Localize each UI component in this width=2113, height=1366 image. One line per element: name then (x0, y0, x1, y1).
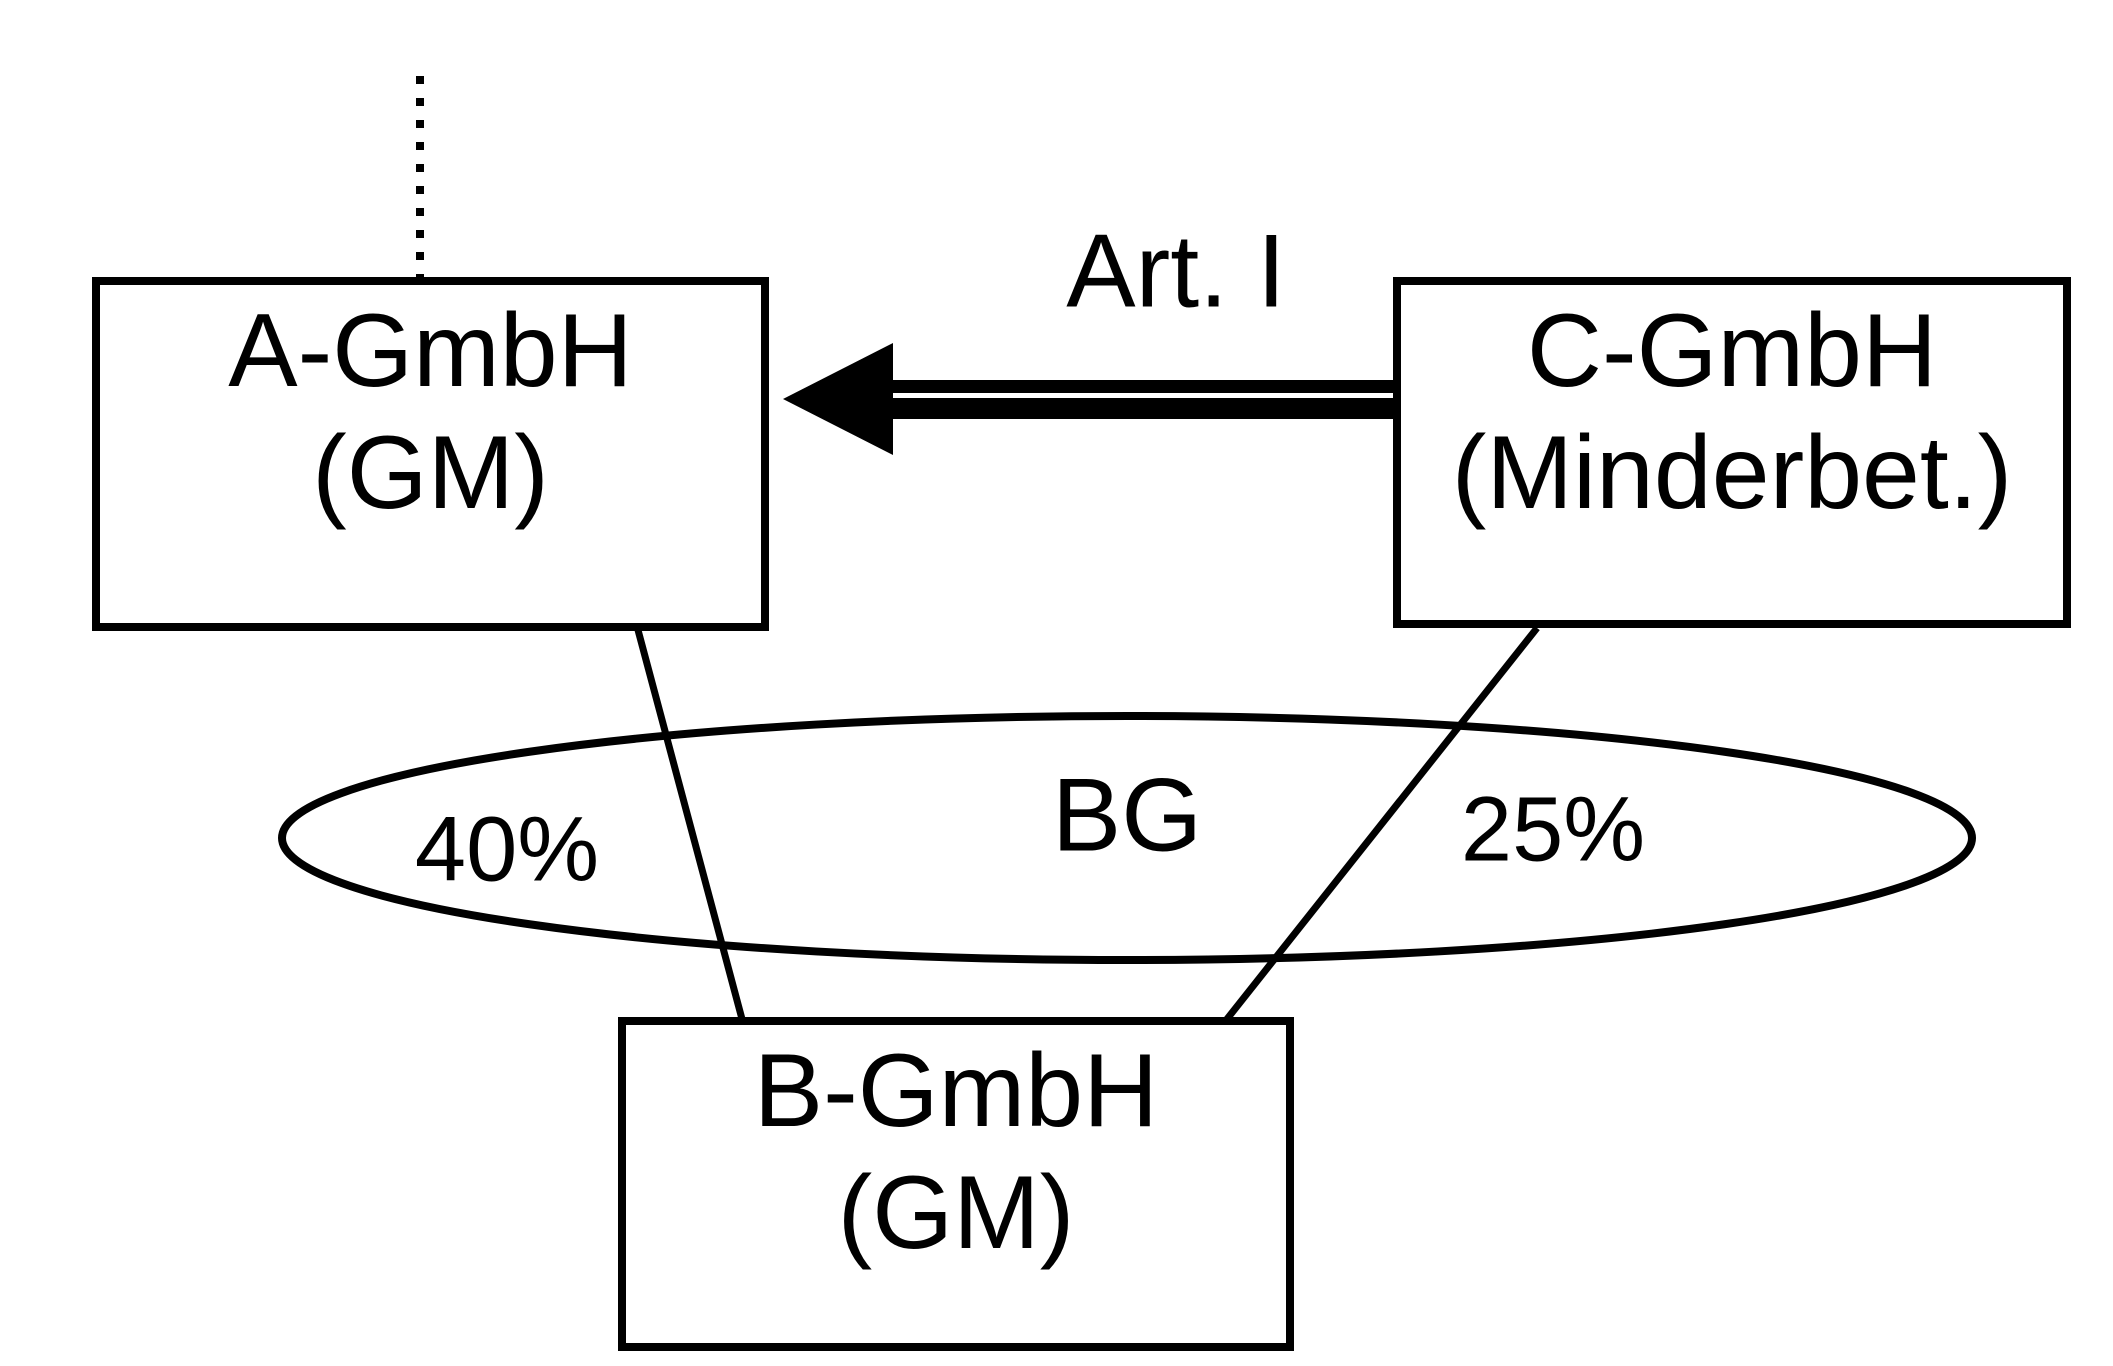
node-c-gmbh-role: (Minderbet.) (1451, 414, 2013, 531)
share-label-40-percent: 40% (414, 798, 600, 901)
bg-group-label: BG (1051, 757, 1203, 874)
node-a-gmbh: A-GmbH (GM) (92, 277, 769, 631)
arrow-label-art-i: Art. I (1066, 213, 1286, 330)
edge-a-to-b (634, 629, 746, 1020)
edge-c-to-b (1224, 625, 1540, 1022)
node-b-gmbh-name: B-GmbH (753, 1033, 1159, 1149)
arrow-c-to-a (783, 343, 1395, 455)
node-a-gmbh-name: A-GmbH (228, 293, 633, 409)
node-b-gmbh-role: (GM) (837, 1154, 1075, 1271)
node-c-gmbh-name: C-GmbH (1526, 293, 1938, 409)
node-a-gmbh-role: (GM) (312, 414, 549, 531)
bg-consortium-ellipse (278, 712, 1976, 964)
arrowhead-icon (783, 343, 893, 455)
share-label-25-percent: 25% (1460, 778, 1646, 881)
arrow-shaft-bottom-stripe (886, 398, 1395, 419)
arrow-shaft-top-stripe (886, 380, 1395, 393)
node-c-gmbh: C-GmbH (Minderbet.) (1393, 277, 2071, 628)
node-b-gmbh: B-GmbH (GM) (618, 1017, 1294, 1351)
